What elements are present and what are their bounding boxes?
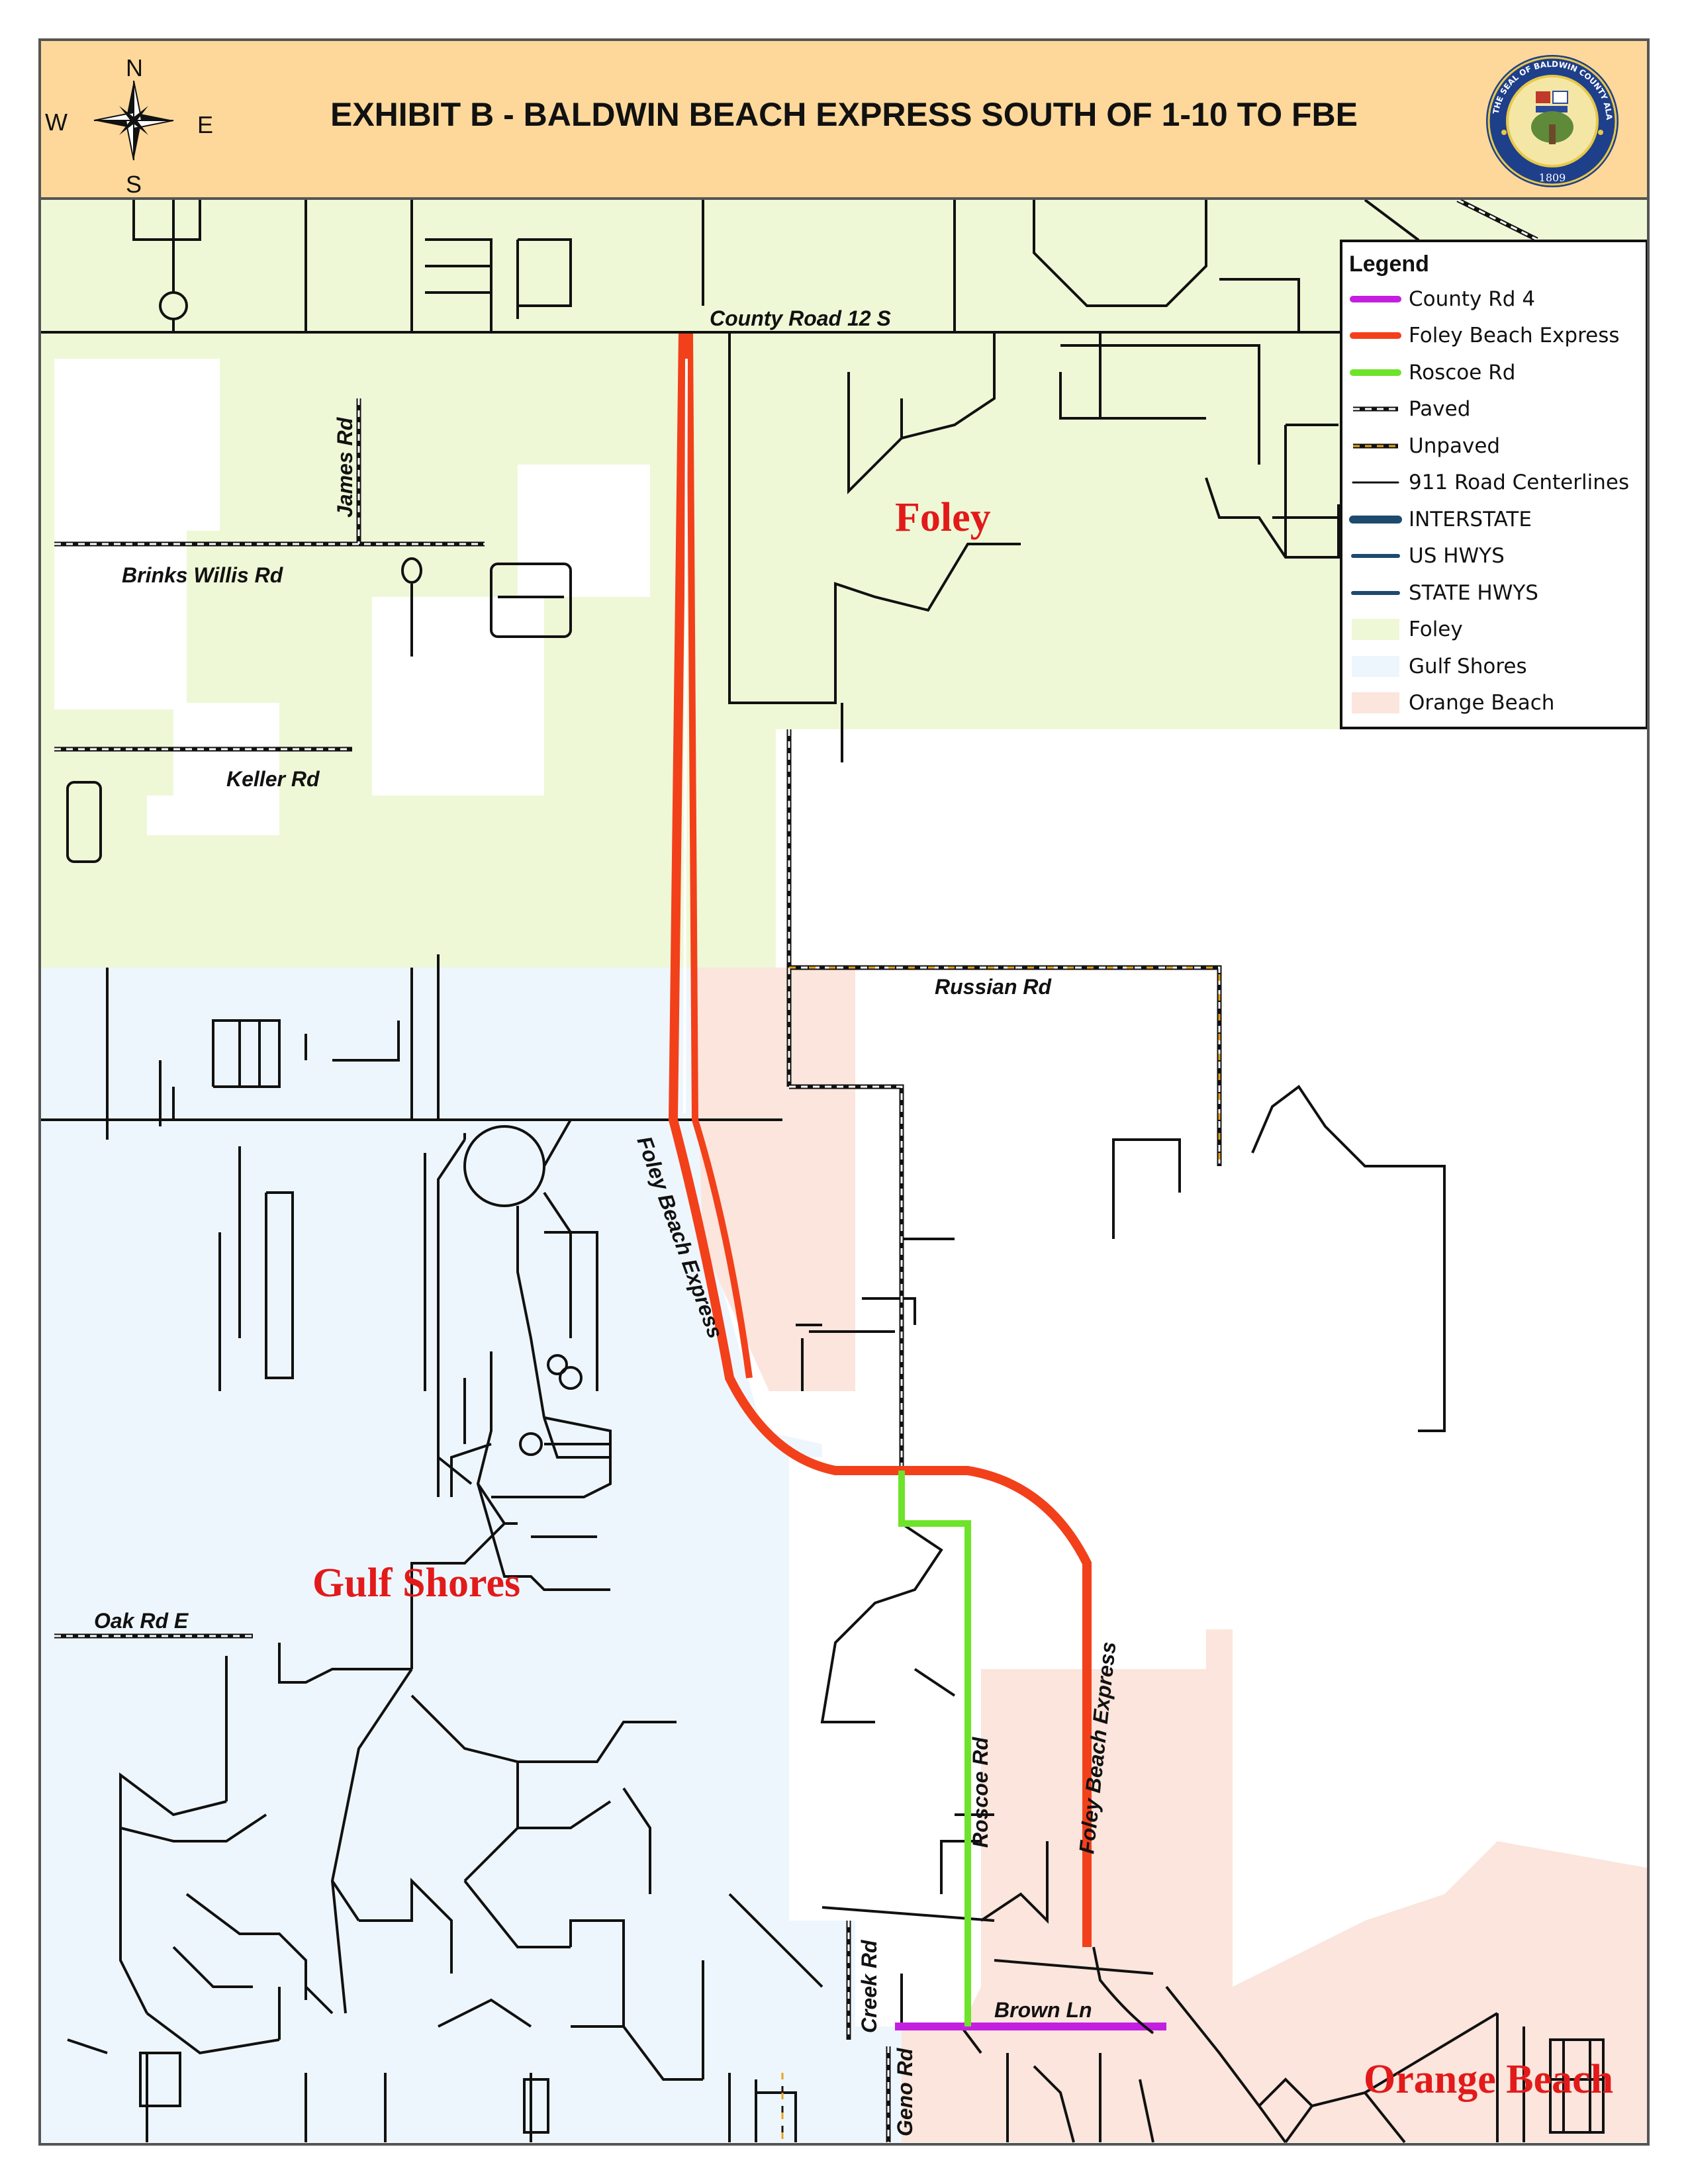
legend-item: STATE HWYS [1349, 574, 1639, 612]
label-oak-rd-e: Oak Rd E [94, 1609, 189, 1633]
legend-label: Foley [1409, 617, 1463, 642]
legend-label: Foley Beach Express [1409, 324, 1620, 348]
legend-swatch [1349, 471, 1402, 494]
label-roscoe-rd: Roscoe Rd [968, 1736, 992, 1848]
legend-item: 911 Road Centerlines [1349, 465, 1639, 502]
legend-label: County Rd 4 [1409, 287, 1536, 311]
legend-swatch [1349, 361, 1402, 385]
legend-label: Roscoe Rd [1409, 360, 1516, 385]
legend-label: Orange Beach [1409, 691, 1555, 715]
compass-west: W [45, 109, 68, 136]
foley-beach-express-line [668, 333, 1154, 2034]
legend-item: Unpaved [1349, 428, 1639, 465]
legend-swatch [1349, 508, 1402, 531]
legend-item: INTERSTATE [1349, 501, 1639, 538]
legend-label: Paved [1409, 397, 1471, 422]
legend-swatch [1349, 581, 1402, 605]
legend-swatch [1349, 434, 1402, 458]
legend-item: US HWYS [1349, 538, 1639, 575]
legend-item: Roscoe Rd [1349, 354, 1639, 391]
legend-swatch [1349, 324, 1402, 347]
label-creek-rd: Creek Rd [857, 1939, 881, 2033]
map-frame: N S W E EXHIBIT B - BALDWIN BEACH EXPRES… [38, 38, 1650, 2146]
town-label-foley: Foley [895, 495, 991, 540]
unincorporated-areas [54, 359, 1647, 2026]
gulf-shores-area [41, 968, 961, 2142]
legend-title: Legend [1349, 251, 1429, 277]
legend-swatch [1349, 691, 1402, 715]
legend-item: Orange Beach [1349, 685, 1639, 722]
compass-south: S [126, 171, 142, 198]
map-title: EXHIBIT B - BALDWIN BEACH EXPRESS SOUTH … [330, 96, 1358, 133]
town-label-gulf-shores: Gulf Shores [312, 1561, 520, 1606]
compass-rose-icon [93, 80, 174, 161]
label-james-rd: James Rd [333, 416, 357, 518]
legend-swatch [1349, 397, 1402, 421]
legend-swatch [1349, 287, 1402, 311]
legend-swatch [1349, 617, 1402, 641]
legend-item: County Rd 4 [1349, 281, 1639, 318]
paved-roads [54, 200, 1538, 2142]
legend-swatch [1349, 655, 1402, 678]
label-county-road-12s: County Road 12 S [710, 306, 891, 330]
legend-label: US HWYS [1409, 544, 1505, 569]
legend-label: 911 Road Centerlines [1409, 471, 1630, 495]
compass-north: N [126, 54, 143, 81]
seal-year: 1809 [1539, 171, 1566, 184]
label-geno-rd: Geno Rd [893, 2047, 917, 2136]
legend-item: Gulf Shores [1349, 648, 1639, 685]
label-brinks-willis-rd: Brinks Willis Rd [122, 563, 284, 587]
compass-east: E [197, 111, 214, 138]
legend-item: Foley [1349, 612, 1639, 649]
roscoe-rd-line [898, 1471, 971, 2026]
road-centerlines [41, 200, 1647, 2143]
legend-label: Gulf Shores [1409, 654, 1527, 678]
legend-swatch [1349, 544, 1402, 568]
county-seal-icon: THE SEAL OF BALDWIN COUNTY ALABAMA 1809 [1484, 53, 1618, 187]
legend-label: Unpaved [1409, 433, 1501, 458]
label-keller-rd: Keller Rd [226, 767, 320, 791]
legend-item: Paved [1349, 391, 1639, 428]
buildings [66, 557, 572, 1456]
legend-label: STATE HWYS [1409, 580, 1538, 605]
legend-label: INTERSTATE [1409, 507, 1532, 531]
legend-item: Foley Beach Express [1349, 318, 1639, 355]
label-russian-rd: Russian Rd [935, 975, 1052, 999]
label-brown-ln: Brown Ln [994, 1998, 1092, 2022]
map-header: N S W E EXHIBIT B - BALDWIN BEACH EXPRES… [41, 41, 1647, 200]
town-label-orange-beach: Orange Beach [1364, 2057, 1613, 2102]
